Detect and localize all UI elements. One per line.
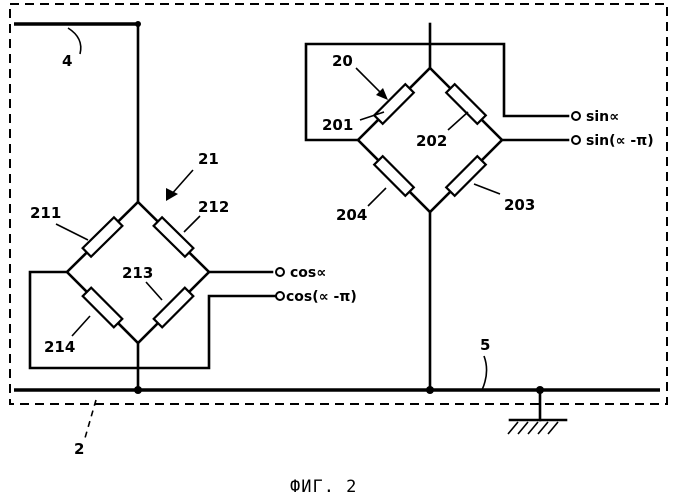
label-cos: cos∝ [290,265,326,281]
label-sin: sin∝ [586,109,619,125]
junction-top-left [135,21,141,27]
resistor-203 [446,156,486,196]
ground-hatch-3 [528,422,538,434]
cos-shift-terminal [276,292,284,300]
leader-212 [184,216,200,232]
cos-terminal [276,268,284,276]
resistor-213 [154,288,194,328]
ground-hatch-4 [538,422,548,434]
label-housing: 2 [74,440,84,458]
label-r201: 201 [322,116,353,134]
label-bridge-21: 21 [198,150,219,168]
leader-202 [448,112,468,130]
sin-shift-terminal [572,136,580,144]
resistor-212 [154,217,194,256]
resistor-214 [83,288,123,328]
leader-204 [368,188,386,206]
label-bus-top: 4 [62,52,72,70]
junction-ground [536,386,544,394]
leader-213 [146,282,162,300]
ground-hatch-5 [548,422,558,434]
junction-bottom-right [426,386,434,394]
ground-hatch-2 [518,422,528,434]
resistor-202 [446,84,486,124]
label-cos-shift: cos(∝ -π) [286,289,357,305]
leader-203 [474,184,500,194]
label-r212: 212 [198,198,229,216]
label-r202: 202 [416,132,447,150]
figure-caption: ФИГ. 2 [290,477,357,497]
resistor-204 [374,156,414,196]
resistor-211 [83,217,123,256]
label-r214: 214 [44,338,75,356]
label-r211: 211 [30,204,61,222]
label-r204: 204 [336,206,367,224]
housing-leader [85,400,96,438]
label-r203: 203 [504,196,535,214]
leader-214 [72,316,90,336]
leader-211 [56,224,88,240]
bottom-bus-leader [482,356,487,390]
sin-terminal [572,112,580,120]
label-bus-bottom: 5 [480,336,490,354]
resistor-201 [374,84,414,124]
label-sin-shift: sin(∝ -π) [586,133,654,149]
label-r213: 213 [122,264,153,282]
junction-bottom-left [134,386,142,394]
top-bus-leader [68,28,81,54]
ground-hatch-1 [508,422,518,434]
label-bridge-20: 20 [332,52,353,70]
